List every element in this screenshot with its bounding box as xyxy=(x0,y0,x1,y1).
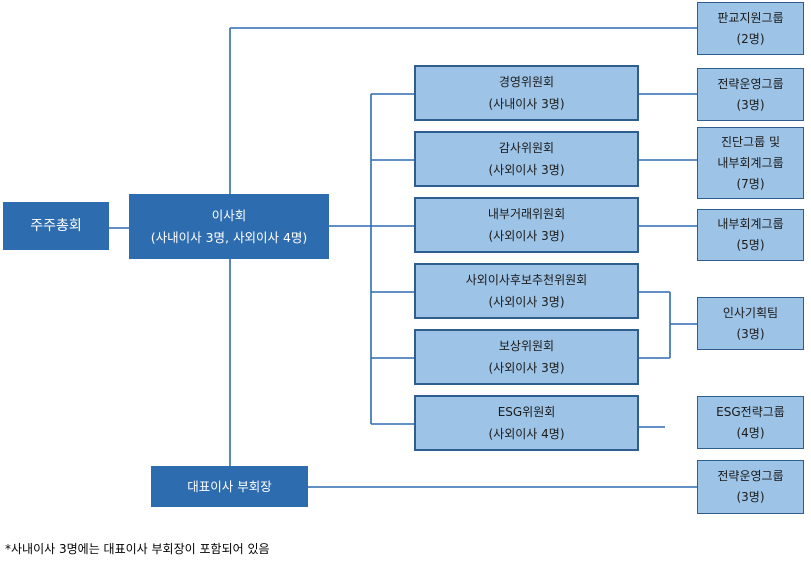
group-box-internal-accounting: 내부회계그룹 (5명) xyxy=(697,209,804,261)
committee-box-esg: ESG위원회 (사외이사 4명) xyxy=(414,395,639,451)
group-line: (7명) xyxy=(736,176,765,191)
group-box-hr-planning: 인사기획팀 (3명) xyxy=(697,297,804,350)
group-line: (5명) xyxy=(736,238,765,252)
ceo-label: 대표이사 부회장 xyxy=(187,478,272,494)
group-line: 전략운영그룹 xyxy=(717,469,784,483)
shareholders-meeting-box: 주주총회 xyxy=(3,202,109,250)
committee-box-compensation: 보상위원회 (사외이사 3명) xyxy=(414,329,639,385)
board-title: 이사회 xyxy=(211,207,247,223)
group-box-pangyo-support: 판교지원그룹 (2명) xyxy=(697,2,804,55)
group-box-strategy-ops-1: 전략운영그룹 (3명) xyxy=(697,68,804,121)
shareholders-meeting-label: 주주총회 xyxy=(30,218,82,234)
group-line: (2명) xyxy=(736,31,765,46)
board-detail: (사내이사 3명, 사외이사 4명) xyxy=(150,229,308,245)
group-line: (3명) xyxy=(736,97,765,112)
committee-name: 내부거래위원회 xyxy=(487,207,566,221)
group-line: 판교지원그룹 xyxy=(717,10,784,25)
committee-name: 감사위원회 xyxy=(498,141,555,155)
committee-box-management: 경영위원회 (사내이사 3명) xyxy=(414,65,639,121)
committee-detail: (사외이사 3명) xyxy=(488,163,565,177)
group-line: 내부회계그룹 xyxy=(717,155,784,170)
committee-detail: (사외이사 4명) xyxy=(488,427,565,441)
group-line: 인사기획팀 xyxy=(722,305,779,320)
group-box-strategy-ops-2: 전략운영그룹 (3명) xyxy=(697,460,804,514)
committee-detail: (사외이사 3명) xyxy=(488,229,565,243)
group-line: (3명) xyxy=(736,490,765,504)
group-line: 내부회계그룹 xyxy=(717,217,784,231)
board-box: 이사회 (사내이사 3명, 사외이사 4명) xyxy=(129,194,329,259)
committee-name: 사외이사후보추천위원회 xyxy=(465,273,588,287)
committee-detail: (사내이사 3명) xyxy=(488,97,565,111)
committee-box-audit: 감사위원회 (사외이사 3명) xyxy=(414,131,639,187)
group-line: ESG전략그룹 xyxy=(716,404,785,419)
group-line: (4명) xyxy=(736,425,765,440)
committee-detail: (사외이사 3명) xyxy=(488,295,565,309)
committee-name: ESG위원회 xyxy=(497,405,556,419)
committee-box-director-nomination: 사외이사후보추천위원회 (사외이사 3명) xyxy=(414,263,639,319)
committee-box-internal-trade: 내부거래위원회 (사외이사 3명) xyxy=(414,197,639,253)
footnote: *사내이사 3명에는 대표이사 부회장이 포함되어 있음 xyxy=(5,542,270,556)
group-line: 전략운영그룹 xyxy=(717,76,784,91)
committee-name: 보상위원회 xyxy=(498,339,555,353)
group-line: (3명) xyxy=(736,326,765,341)
committee-name: 경영위원회 xyxy=(498,75,555,89)
committee-detail: (사외이사 3명) xyxy=(488,361,565,375)
group-box-diagnosis-accounting: 진단그룹 및 내부회계그룹 (7명) xyxy=(697,127,804,199)
group-line: 진단그룹 및 xyxy=(720,134,780,149)
ceo-box: 대표이사 부회장 xyxy=(151,466,308,507)
group-box-esg-strategy: ESG전략그룹 (4명) xyxy=(697,396,804,449)
